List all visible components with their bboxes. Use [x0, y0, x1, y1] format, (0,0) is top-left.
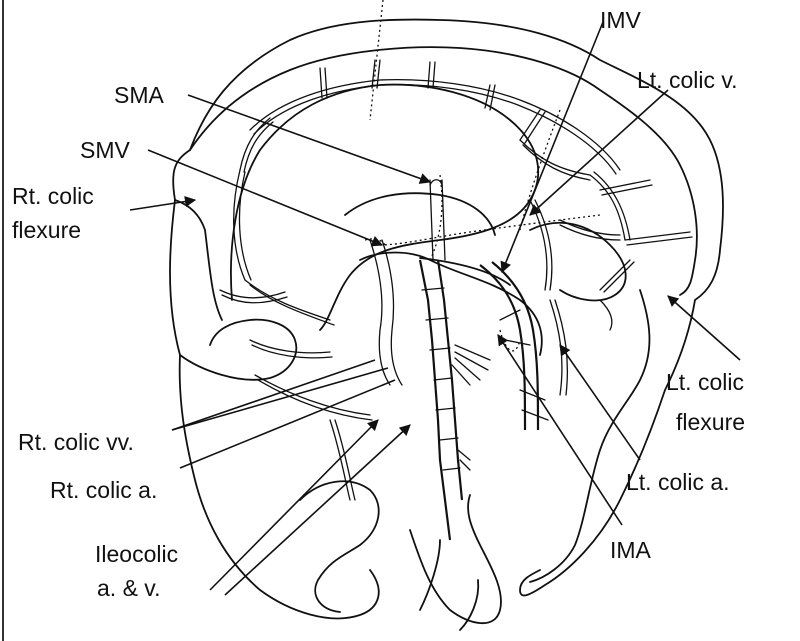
- label-ileocolic-line2: a. & v.: [97, 575, 161, 601]
- label-sma: SMA: [114, 82, 165, 108]
- label-rt-colic-a: Rt. colic a.: [50, 477, 157, 503]
- smv-leader: [148, 150, 382, 245]
- label-rt-colic-vv: Rt. colic vv.: [18, 429, 134, 455]
- label-lt-colic-a: Lt. colic a.: [626, 469, 730, 495]
- label-rt-colic-flexure-line2: flexure: [12, 217, 81, 243]
- leader-lines: [130, 22, 740, 595]
- label-rt-colic-flexure-line1: Rt. colic: [12, 183, 94, 209]
- label-lt-colic-flexure-line1: Lt. colic: [666, 369, 744, 395]
- label-lt-colic-v: Lt. colic v.: [637, 67, 738, 93]
- label-ima: IMA: [610, 537, 652, 563]
- rt-colic-vv-leader-2: [172, 368, 388, 430]
- rt-colic-a-leader: [180, 380, 395, 468]
- lt-colic-flexure-leader: [668, 296, 740, 360]
- vessel-network: [220, 0, 692, 540]
- ileocolic-leader-2: [225, 425, 410, 595]
- ima-leader: [498, 335, 622, 525]
- lt-colic-a-leader: [560, 345, 640, 460]
- label-ileocolic-line1: Ileocolic: [95, 541, 178, 567]
- label-imv: IMV: [600, 7, 642, 33]
- label-smv: SMV: [80, 137, 131, 163]
- imv-leader: [502, 22, 603, 272]
- rt-colic-vv-leader-1: [172, 360, 375, 430]
- sma-leader: [188, 95, 430, 182]
- label-lt-colic-flexure-line2: flexure: [676, 409, 745, 435]
